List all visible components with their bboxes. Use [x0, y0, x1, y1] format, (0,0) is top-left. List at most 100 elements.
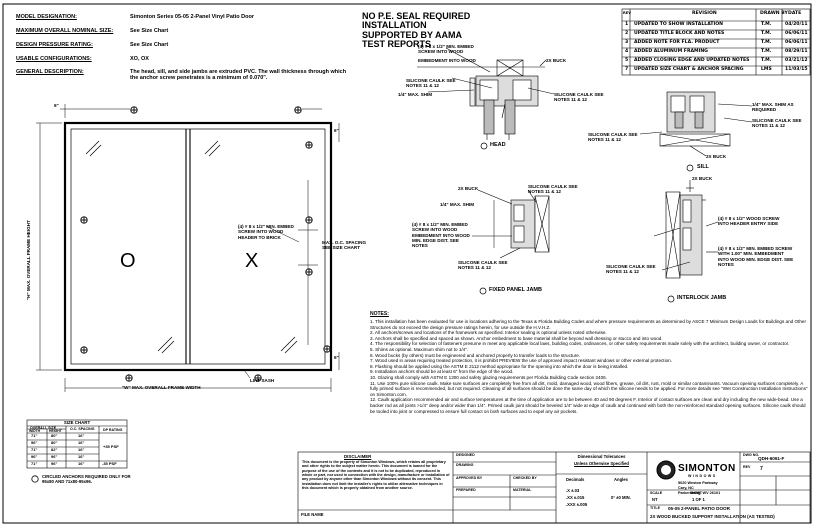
revision-header: REV REVISION DRAWN BY DATE	[623, 11, 802, 16]
note-item: 11. Use 100% pure silicone caulk. Make s…	[370, 380, 808, 397]
note-item: 9. Installation anchors should be at lea…	[370, 369, 514, 375]
size-chart-width-header: WIDTH	[29, 429, 41, 433]
sill-buck-callout: 2X BUCK	[706, 154, 727, 159]
lint-sash-callout: LINT SASH	[250, 378, 275, 383]
tolerance-two-place: .XX ±.015	[566, 495, 585, 500]
height-dimension-label: "H" MAX. OVERALL FRAME HEIGHT	[26, 220, 31, 300]
disclaimer-text: This document is the property of Simonto…	[302, 460, 450, 491]
sill-caulk-callout: SILICONE CAULK SEE NOTES 11 & 12	[752, 118, 802, 129]
anchor-spacing-callout: MAX. O.C. SPACING SEE SIZE CHART	[322, 240, 367, 251]
sliding-panel-symbol: X	[245, 250, 259, 272]
interlock-jamb-detail	[653, 180, 719, 279]
spec-value-description: The head, sill, and side jambs are extru…	[130, 69, 347, 82]
address-line-2: Cary, NC	[678, 486, 694, 490]
size-chart-dp-negative: -35 PSF	[102, 461, 117, 466]
interlock-jamb-title: INTERLOCK JAMB	[677, 295, 727, 301]
dim-6-top: 6"	[54, 103, 59, 108]
size-chart-height-header: HEIGHT	[49, 429, 62, 433]
spec-value-pressure: See Size Chart	[130, 42, 169, 48]
interlock-buck-callout: 2X BUCK	[692, 176, 713, 181]
spec-value-config: XO, OX	[130, 56, 149, 62]
scale-value: NT	[652, 497, 658, 502]
tolerances-title: Dimensional Tolerances	[577, 454, 626, 459]
spec-value-size: See Size Chart	[130, 28, 169, 34]
size-chart-cell: 71"	[31, 461, 38, 466]
checked-label: CHECKED BY	[513, 476, 537, 480]
size-chart-cell: 16"	[78, 447, 85, 452]
size-chart-cell: 96"	[31, 454, 38, 459]
interlock-caulk-callout: SILICONE CAULK SEE NOTES 11 & 12	[606, 264, 656, 275]
spec-label-description: GENERAL DESCRIPTION:	[16, 69, 84, 75]
spec-label-model: MODEL DESIGNATION:	[16, 14, 77, 20]
size-chart-grid	[26, 419, 128, 469]
fixed-jamb-marker	[479, 287, 487, 295]
spec-label-config: USABLE CONFIGURATIONS:	[16, 56, 92, 62]
note-item: 8. Flashing should be applied using the …	[370, 363, 629, 369]
size-chart-cell: 16"	[78, 454, 85, 459]
fixed-jamb-buck-callout: 2X BUCK	[458, 186, 479, 191]
file-name-label: FILE NAME	[301, 512, 324, 517]
seal-notice: NO P.E. SEAL REQUIRED INSTALLATION SUPPO…	[362, 11, 471, 50]
sill-shim-callout: 1/4" MAX. SHIM AS REQUIRED	[752, 102, 794, 113]
head-caulk-callout: SILICONE CAULK SEE NOTES 11 & 12	[406, 78, 456, 89]
note-item: 6. Wood bucks (by others) must be engine…	[370, 352, 581, 358]
fixed-jamb-caulk-callout: SILICONE CAULK SEE NOTES 11 & 12	[528, 184, 578, 195]
drawing-subtitle: 2X WOOD BUCKED SUPPORT INSTALLATION (AS …	[650, 514, 775, 519]
angles-label: Angles	[614, 477, 628, 482]
size-chart-cell: 16"	[78, 461, 85, 466]
size-chart-dp-header: DP RATING	[103, 428, 123, 432]
size-chart-cell: 82"	[51, 447, 58, 452]
elevation-anchor-callout: (4) # 8 x 1/2" MIN. EMBED SCREW INTO WOO…	[238, 224, 294, 240]
interlock-jamb-marker	[667, 295, 675, 303]
scale-label: SCALE	[650, 491, 663, 495]
tolerance-angle: 0° ±0 MIN.	[611, 495, 631, 500]
size-chart-cell: 80"	[51, 440, 58, 445]
tolerance-three-place: .XXX ±.005	[566, 502, 588, 507]
size-chart-overall: OVERALL SIZE	[30, 426, 57, 430]
note-item: 1. This installation has been evaluated …	[370, 319, 806, 330]
head-detail	[417, 47, 555, 140]
size-chart-cell: 96"	[51, 461, 58, 466]
title-label: TITLE	[650, 506, 660, 510]
drawing-label: DRAWING	[456, 463, 474, 467]
head-embed-callout: EMBEDMENT INTO WOOD	[418, 58, 476, 63]
note-item: 10. Glazing shall comply with ASTM E 130…	[370, 374, 607, 380]
material-label: MATERIAL	[513, 488, 532, 492]
fixed-jamb-screw-callout: (4) # 8 x 1/2" MIN. EMBED SCREW INTO WOO…	[412, 222, 470, 249]
fixed-panel-symbol: O	[120, 250, 136, 272]
dim-6-right: 6"	[334, 128, 339, 133]
sheet-label: SHEET	[690, 491, 702, 495]
width-dimension-label: "W" MAX. OVERALL FRAME WIDTH	[122, 385, 201, 390]
disclaimer-title: DISCLAIMER	[344, 454, 372, 459]
approved-label: APPROVED BY	[456, 476, 483, 480]
spec-label-pressure: DESIGN PRESSURE RATING:	[16, 42, 93, 48]
head-screw-callout: (4) # 8 x 1/2" MIN. EMBED SCREW INTO WOO…	[418, 44, 474, 55]
revision-table-grid	[621, 8, 811, 76]
size-chart-title: SIZE CHART	[63, 420, 91, 425]
note-item: 3. Anchors shall be specified and spaced…	[370, 335, 663, 341]
sheet-value: 1 OF 1	[692, 497, 705, 502]
tolerances-subtitle: Unless Otherwise Specified	[574, 461, 629, 466]
size-chart-cell: 71"	[31, 447, 38, 452]
head-caulk-callout-2: SILICONE CAULK SEE NOTES 11 & 12	[554, 92, 604, 103]
spec-value-model: Simonton Series 05-05 2-Panel Vinyl Pati…	[130, 14, 254, 20]
sill-detail	[639, 91, 753, 157]
spec-label-size: MAXIMUM OVERALL NOMINAL SIZE:	[16, 28, 114, 34]
decimals-label: Decimals	[566, 477, 585, 482]
fixed-jamb-shim-callout: 1/4" MAX. SHIM	[440, 202, 475, 207]
prepared-label: PREPARED	[456, 488, 476, 492]
tolerance-one-place: .X ±.03	[566, 488, 580, 493]
sill-title: SILL	[697, 164, 709, 170]
size-chart-spacing-header: O.C. SPACING	[70, 427, 95, 431]
size-chart-cell: 96"	[31, 440, 38, 445]
size-chart-dp-positive: +35 PSF	[103, 444, 119, 449]
dwg-no-label: DWG NO.	[743, 453, 760, 457]
note-item: 2. All anchors/screws and locations of t…	[370, 330, 607, 336]
